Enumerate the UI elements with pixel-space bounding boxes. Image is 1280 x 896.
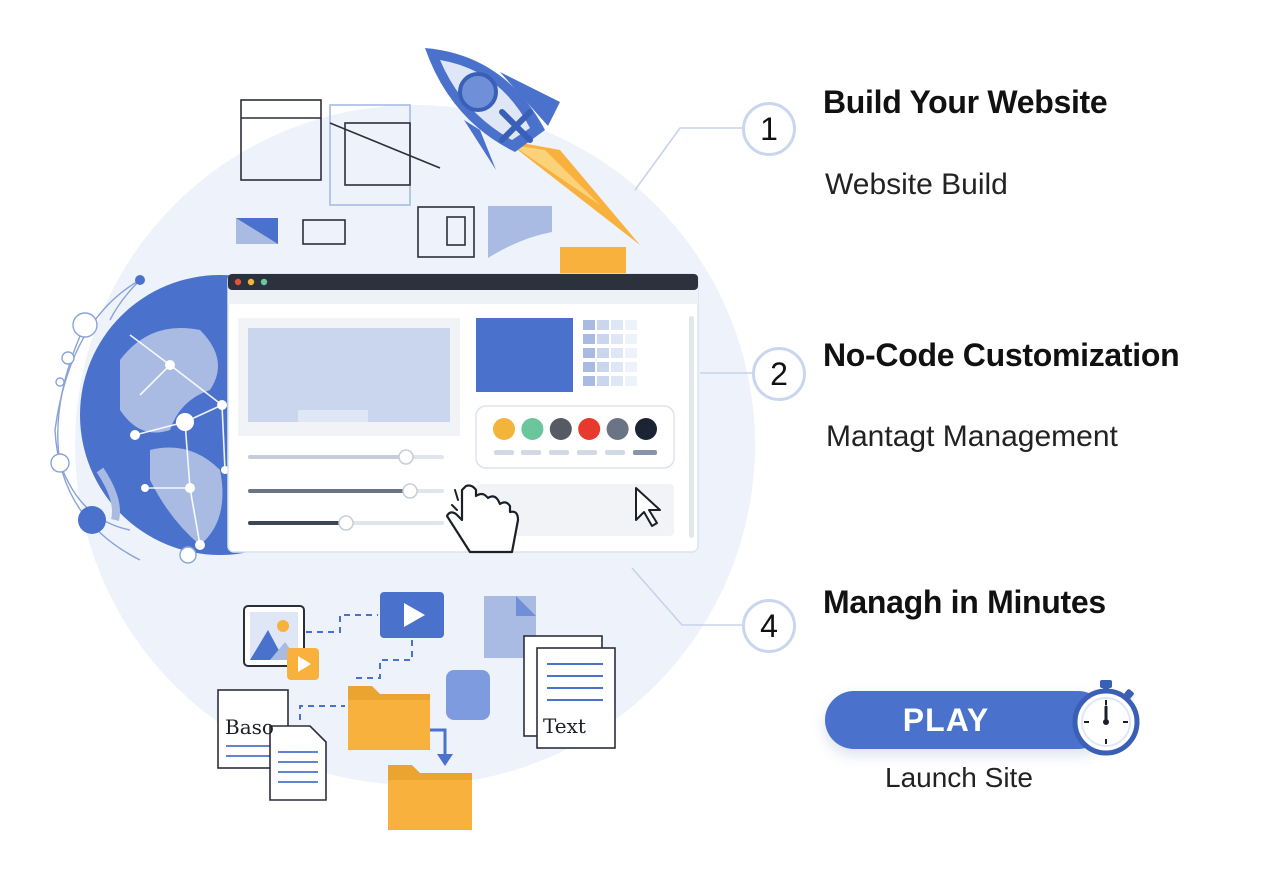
- canvas-area: [476, 484, 674, 536]
- step-1-badge: 1: [742, 102, 796, 156]
- step-4-title: Managh in Minutes: [823, 584, 1106, 620]
- blue-block: [476, 318, 573, 392]
- folder-icon: [348, 686, 430, 750]
- wireframe-shape: [488, 206, 552, 258]
- color-swatch: [635, 418, 657, 440]
- network-lines: [129, 334, 226, 546]
- step-1-subtitle: Website Build: [825, 168, 1008, 201]
- step-2-badge: 2: [752, 347, 806, 401]
- swatch-labels: [494, 450, 657, 455]
- rocket-icon: [425, 48, 640, 245]
- image-placeholder: [248, 328, 450, 422]
- text-document-label: Text: [543, 714, 586, 738]
- step-4-badge: 4: [742, 599, 796, 653]
- blue-document-icon: [484, 596, 536, 658]
- blue-square-icon: [446, 670, 490, 720]
- step-2-subtitle: Mantagt Management: [826, 420, 1118, 453]
- video-icon: [380, 592, 444, 638]
- folder-arrow-head: [437, 754, 453, 766]
- slider-controls: [248, 449, 444, 531]
- orange-block: [560, 247, 626, 277]
- color-swatch: [493, 418, 515, 440]
- play-button[interactable]: PLAY: [825, 691, 1107, 749]
- swatch-row: [493, 418, 657, 440]
- basic-document-label: Baso: [225, 715, 274, 739]
- color-swatch: [521, 418, 544, 440]
- window-max-dot: [260, 278, 268, 286]
- wireframe-shape: [236, 218, 278, 244]
- stopwatch-icon: [1072, 680, 1140, 756]
- color-swatch: [549, 418, 572, 440]
- text-document-icon: [523, 635, 616, 749]
- color-swatch: [578, 418, 601, 440]
- window-close-dot: [234, 278, 242, 286]
- step-2-title: No-Code Customization: [823, 337, 1180, 373]
- image-file-icon: [243, 605, 319, 680]
- file-connectors: [299, 614, 413, 720]
- connector-lines: [631, 127, 752, 626]
- launch-site-caption: Launch Site: [885, 762, 1033, 793]
- color-grid: [583, 320, 637, 386]
- color-swatch: [606, 418, 629, 440]
- folder-arrow-icon: [430, 728, 447, 758]
- browser-window: [227, 273, 699, 553]
- hand-cursor-motion-lines: [451, 489, 459, 511]
- step-1-title: Build Your Website: [823, 84, 1108, 120]
- scrollbar: [689, 316, 694, 538]
- wireframe-sketches: [240, 99, 475, 258]
- basic-document-icon: [217, 689, 327, 801]
- arrow-cursor-icon: [635, 487, 661, 527]
- folder-icon: [388, 765, 472, 830]
- network-nodes: [50, 275, 229, 564]
- hand-cursor-icon: [445, 484, 520, 554]
- window-min-dot: [247, 278, 255, 286]
